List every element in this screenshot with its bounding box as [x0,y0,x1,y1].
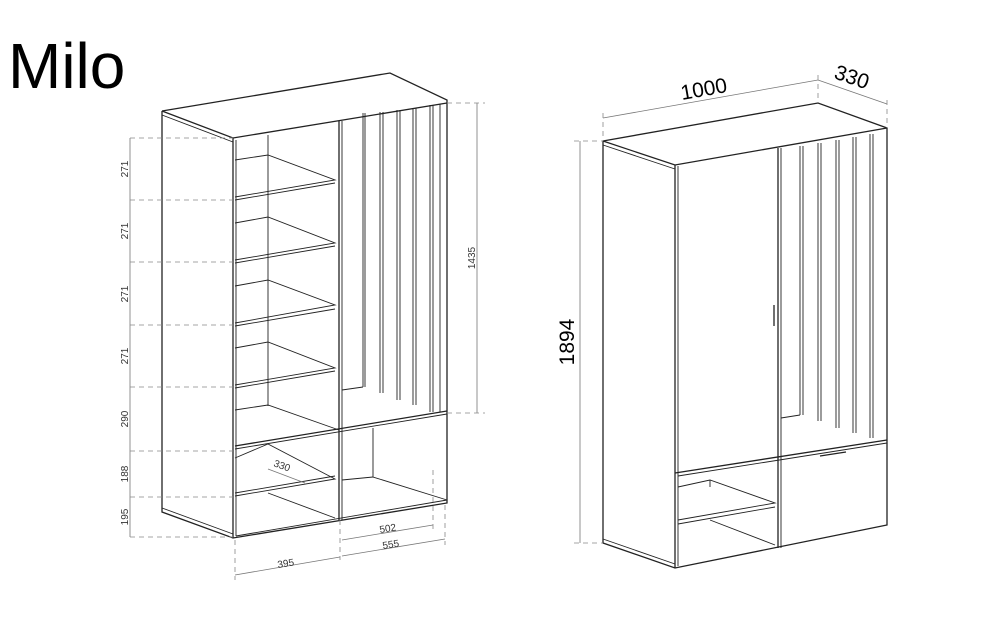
dim-shelf-4: 271 [120,347,131,364]
dim-total-width: 1000 [679,74,729,105]
open-wardrobe-drawing: 271 271 271 271 290 188 195 1435 330 502… [120,72,485,580]
dim-total-depth: 330 [831,61,872,94]
height-dimension-lines [129,102,485,580]
dim-shelf-5: 290 [120,410,131,427]
dim-shelf-1: 271 [120,160,131,177]
closed-wardrobe-drawing: 1000 330 1894 [556,61,888,569]
dim-shelf-3: 271 [120,285,131,302]
dim-total-height: 1894 [556,318,579,365]
dim-shelf-6: 188 [120,465,131,482]
dim-right-width: 555 [382,538,401,552]
dim-shelf-2: 271 [120,222,131,239]
dim-shelf-depth: 330 [272,458,292,474]
dim-left-width: 395 [277,557,296,571]
drawer-handle [819,451,847,457]
dim-inner-width: 502 [379,522,398,536]
dim-slat-height: 1435 [467,246,478,269]
vertical-slats [780,134,874,438]
product-title: Milo [8,30,126,102]
shelves [234,154,448,519]
vertical-slats [341,104,441,412]
dim-shelf-7: 195 [120,508,131,525]
